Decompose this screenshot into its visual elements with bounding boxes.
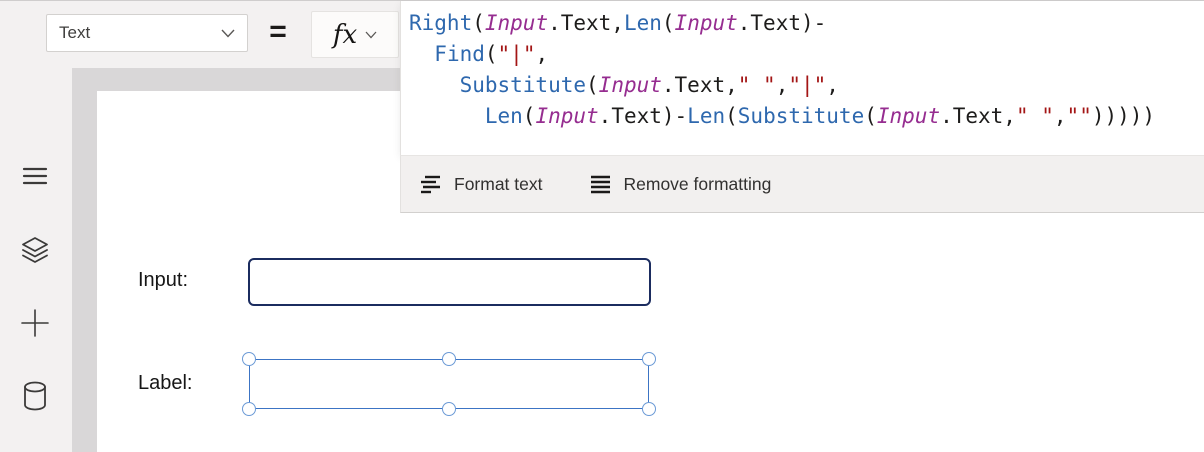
remove-formatting-label: Remove formatting <box>623 173 772 194</box>
property-selector[interactable]: Text <box>46 14 248 52</box>
property-selector-value: Text <box>59 23 91 42</box>
selection-handle[interactable] <box>642 352 656 366</box>
label-caption: Label: <box>138 372 193 394</box>
input-textbox[interactable] <box>248 258 651 306</box>
remove-formatting-button[interactable]: Remove formatting <box>589 173 772 195</box>
data-button[interactable] <box>15 376 55 416</box>
input-caption: Input: <box>138 269 189 291</box>
formula-text[interactable]: Right(Input.Text,Len(Input.Text)- Find("… <box>409 11 1156 128</box>
remove-formatting-icon <box>590 175 610 194</box>
tree-view-layers-icon <box>22 237 48 263</box>
equals-sign: = <box>269 15 287 48</box>
selection-handle[interactable] <box>642 402 656 416</box>
formula-toolbar: Format text Remove formatting <box>400 155 1204 213</box>
hamburger-menu-icon <box>22 167 48 185</box>
selection-handle[interactable] <box>242 352 256 366</box>
selection-handle[interactable] <box>242 402 256 416</box>
label-control-selection[interactable] <box>242 352 656 416</box>
formula-bar[interactable]: Right(Input.Text,Len(Input.Text)- Find("… <box>400 1 1204 155</box>
data-cylinder-icon <box>24 381 46 411</box>
fx-button[interactable]: fx <box>311 11 399 58</box>
insert-plus-icon <box>21 309 49 337</box>
tree-view-button[interactable] <box>15 230 55 270</box>
format-text-button[interactable]: Format text <box>419 173 543 195</box>
insert-button[interactable] <box>15 303 55 343</box>
property-bar: Text = fx <box>0 1 400 68</box>
hamburger-menu-button[interactable] <box>15 156 55 196</box>
selection-handle[interactable] <box>442 352 456 366</box>
selection-handle[interactable] <box>442 402 456 416</box>
chevron-down-icon <box>221 29 235 38</box>
chevron-down-icon <box>365 31 377 38</box>
format-text-label: Format text <box>454 173 543 194</box>
fx-glyph: fx <box>332 19 358 50</box>
format-text-icon <box>421 175 440 194</box>
left-toolbar <box>0 68 72 452</box>
